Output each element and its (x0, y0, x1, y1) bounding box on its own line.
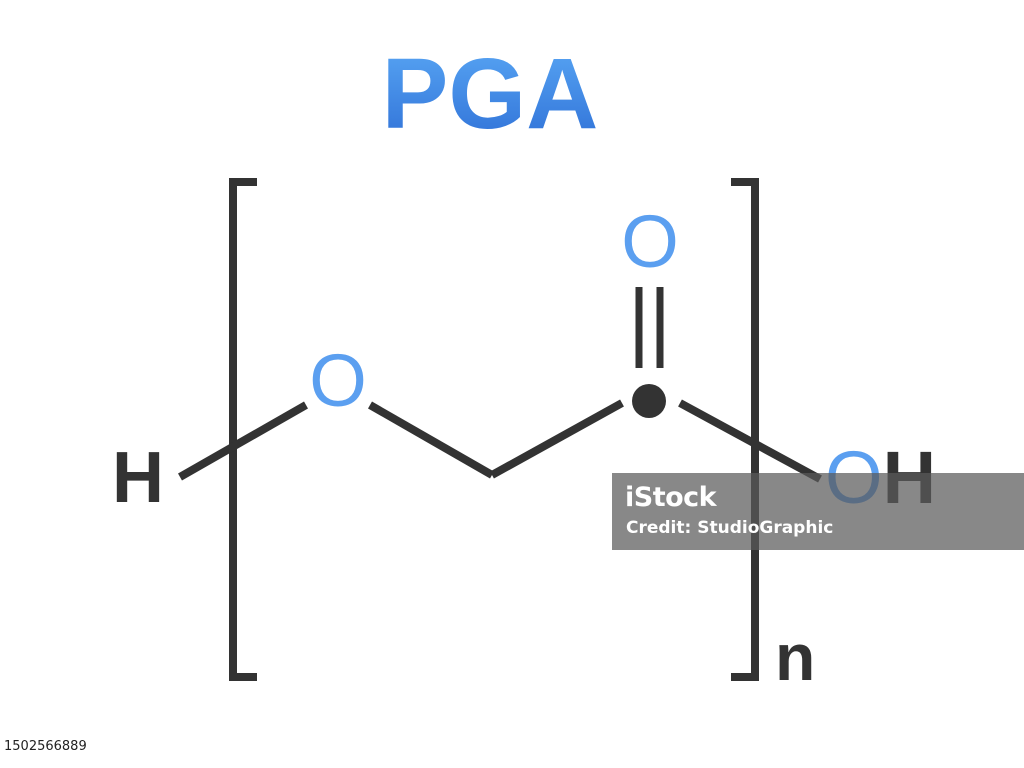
repeat-unit-subscript: n (775, 620, 815, 694)
atom-carbonyl-oxygen: O (621, 200, 679, 283)
right-bracket (731, 178, 759, 681)
watermark-logo: iStock (625, 482, 717, 513)
bond-h-o (178, 401, 308, 481)
image-id-label: 1502566889 (0, 738, 91, 756)
carbonyl-carbon-dot (632, 384, 666, 418)
diagram-title: PGA (382, 38, 599, 150)
atom-h-left: H (112, 438, 164, 518)
bond-ch2-c (490, 399, 624, 479)
bond-c-oh (678, 399, 822, 483)
atom-ester-oxygen: O (309, 339, 367, 422)
left-bracket (229, 178, 257, 681)
watermark-credit: Credit: StudioGraphic (626, 518, 834, 538)
watermark-banner (612, 473, 1024, 550)
bond-o-ch2 (368, 401, 494, 479)
